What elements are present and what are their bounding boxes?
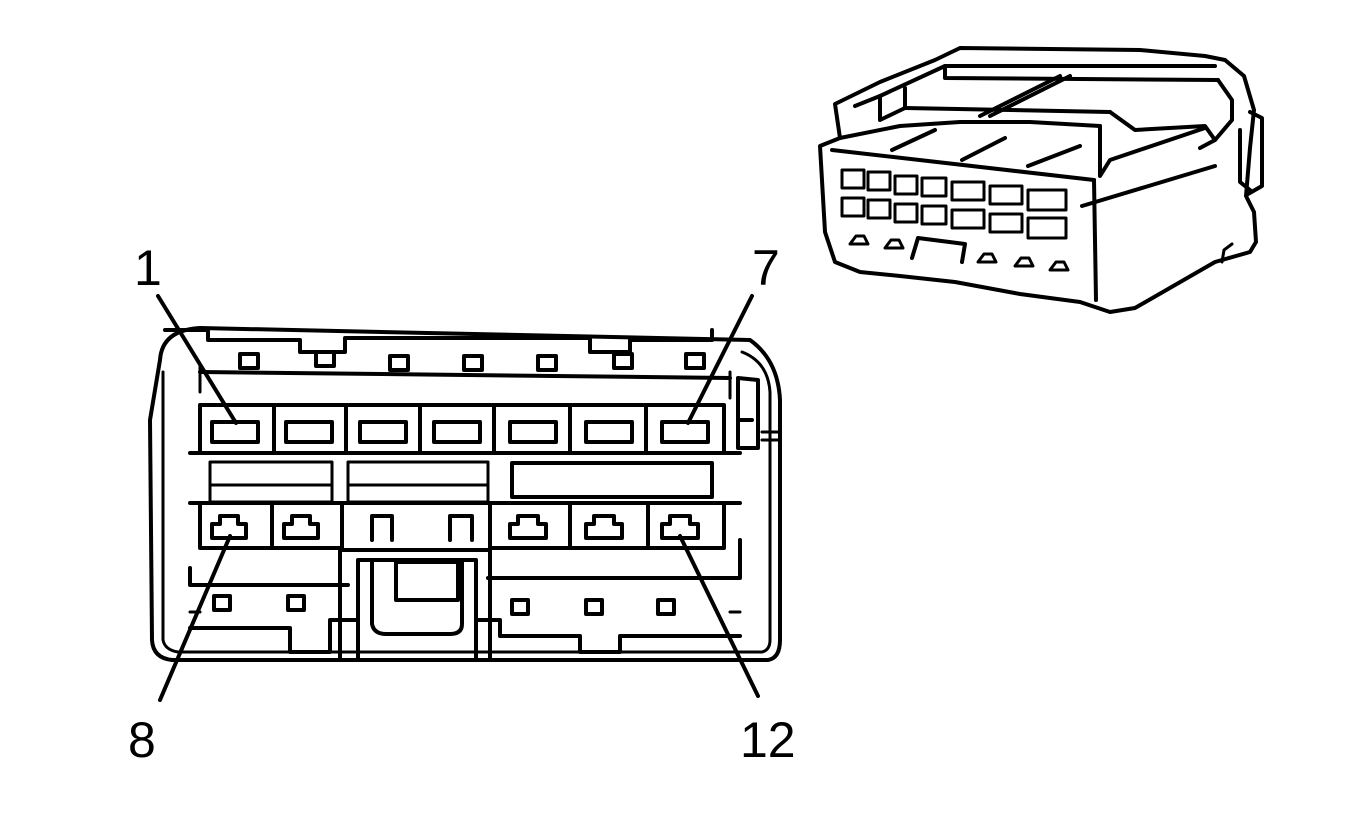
top-plate <box>163 328 714 354</box>
top-latch <box>612 352 634 370</box>
pin-cavity-10 <box>508 514 548 540</box>
pin-cavity-11 <box>584 514 624 540</box>
pin-label-7: 7 <box>752 240 780 296</box>
lock-window <box>394 560 460 602</box>
bottom-latch <box>656 598 676 616</box>
iso-outline <box>818 46 1258 314</box>
top-latch <box>462 354 484 372</box>
connector-iso-view <box>818 46 1264 314</box>
pin-cavity-8 <box>210 514 248 540</box>
side-clip <box>736 376 760 450</box>
pin-cavity-6 <box>584 420 634 444</box>
pin-cavity-5 <box>508 420 558 444</box>
top-cavity-row <box>198 403 726 455</box>
top-latch <box>684 352 706 370</box>
pin-cavity-2 <box>284 420 334 444</box>
bottom-latch <box>510 598 530 616</box>
bottom-latch <box>286 594 306 612</box>
pin-cavity-9 <box>282 514 320 540</box>
top-plate-lower <box>198 370 732 380</box>
pin-label-12: 12 <box>740 712 796 768</box>
pin-label-1: 1 <box>134 240 162 296</box>
bottom-latch <box>584 598 604 616</box>
pin-cavity-7 <box>660 420 710 444</box>
center-lock <box>338 548 492 662</box>
iso-side-clip <box>1238 110 1264 196</box>
top-latch <box>314 350 336 368</box>
middle-slot <box>346 460 490 504</box>
pin-cavity-4 <box>432 420 482 444</box>
callout-leader-12 <box>678 534 760 698</box>
callout-leader-1 <box>156 294 238 425</box>
pin-cavity-12 <box>660 514 700 540</box>
pin-label-8: 8 <box>128 712 156 768</box>
middle-slot <box>208 460 334 504</box>
top-latch <box>536 354 558 372</box>
pin-cavity-3 <box>358 420 408 444</box>
bottom-cavity-row <box>198 501 726 550</box>
callout-leader-8 <box>158 534 232 702</box>
callout-leader-7 <box>686 294 754 425</box>
connector-front-view <box>148 326 782 662</box>
bottom-latch <box>212 594 232 612</box>
middle-slot-wide <box>510 461 714 499</box>
iso-pin-rows <box>840 168 1070 272</box>
top-latch <box>238 352 260 370</box>
pin-cavity-1 <box>210 420 260 444</box>
top-latch <box>388 354 410 372</box>
inner-housing <box>161 350 772 654</box>
